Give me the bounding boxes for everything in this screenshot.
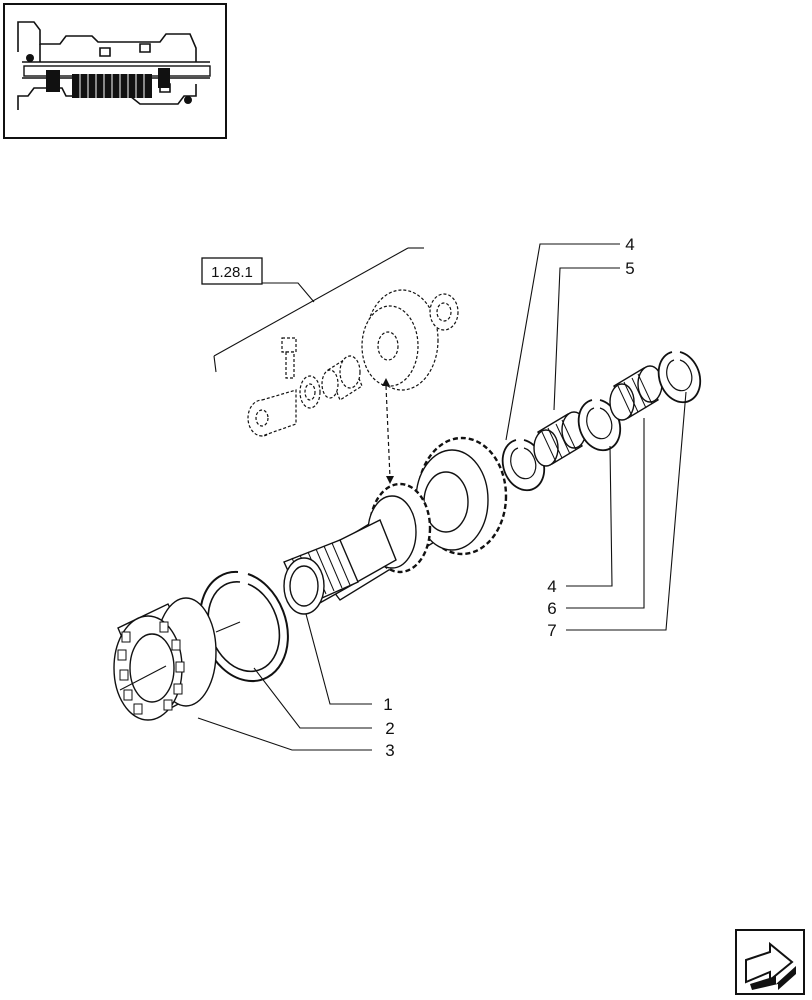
reference-box[interactable]: 1.28.1 — [201, 257, 263, 285]
roller-cage-6 — [609, 365, 663, 421]
callout-7: 7 — [547, 621, 556, 640]
callout-4-top: 4 — [625, 235, 634, 254]
snap-ring-4b — [577, 399, 622, 452]
gear-shaft — [283, 436, 508, 615]
reference-label: 1.28.1 — [211, 264, 253, 281]
callout-4-bottom: 4 — [547, 577, 556, 596]
circlip — [199, 570, 289, 683]
transmission-overview-icon — [3, 3, 227, 139]
callout-5: 5 — [625, 259, 634, 278]
next-page-arrow-icon[interactable] — [735, 929, 805, 995]
leader-lines — [197, 243, 687, 751]
reference-bracket — [213, 247, 424, 373]
callout-3: 3 — [385, 741, 394, 760]
reference-parts-dashed — [247, 289, 459, 484]
callout-6: 6 — [547, 599, 556, 618]
callout-1: 1 — [383, 695, 392, 714]
snap-ring-7 — [657, 351, 702, 404]
callout-2: 2 — [385, 719, 394, 738]
roller-cage-5 — [533, 411, 587, 467]
roller-bearing — [113, 597, 217, 721]
